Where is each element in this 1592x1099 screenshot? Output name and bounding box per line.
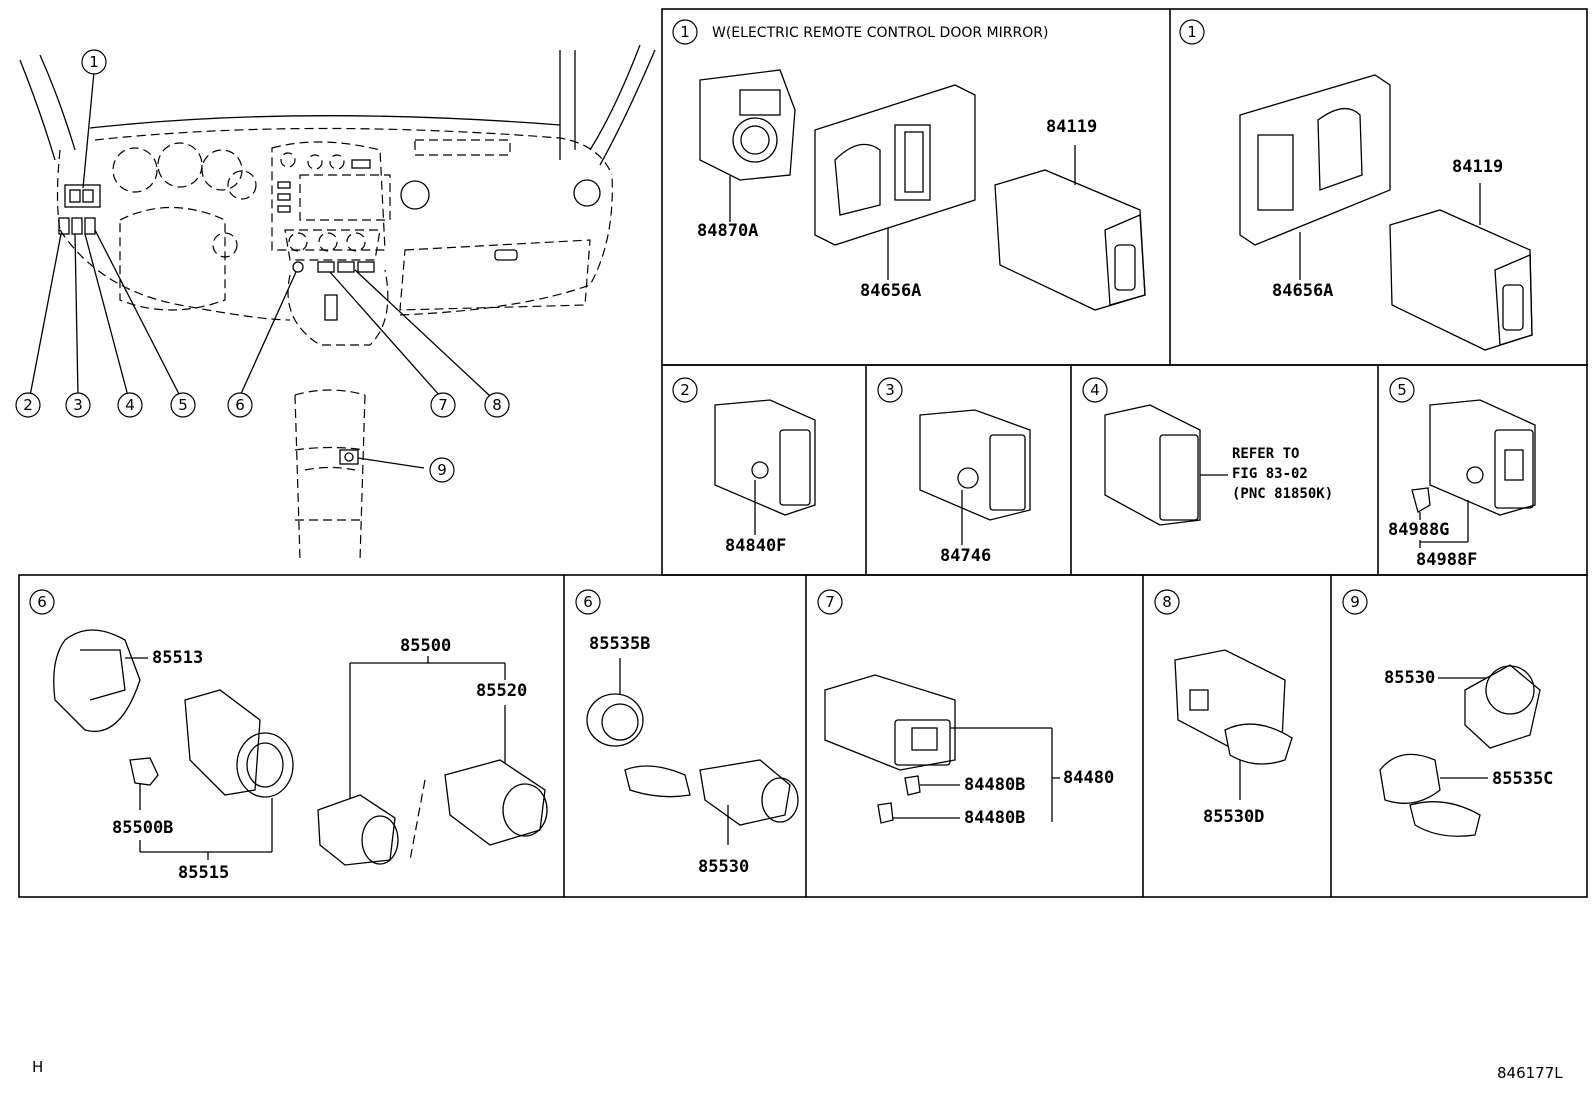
panel-6a-callout: 6 (37, 593, 47, 611)
panel-6-power-outlet: 6 85535B 85530 (575, 589, 799, 877)
overview-leaders (29, 71, 491, 469)
callout-6-overview (227, 392, 253, 418)
panel-1a-callout: 1 (680, 23, 690, 41)
callout-3-overview (65, 392, 91, 418)
panel-7-switch-84480: 7 84480 84480B 84480B (817, 589, 1114, 828)
part-84870A-shape (699, 69, 796, 181)
part-85530-a-label: 85530 (698, 857, 749, 877)
panel-8-ashtray-85530D: 8 85530D (1154, 589, 1293, 827)
callout-9-overview-label: 9 (437, 461, 447, 479)
callout-1-overview-label: 1 (89, 53, 99, 71)
panel-3-callout: 3 (885, 381, 895, 399)
part-85535C-label: 85535C (1492, 769, 1553, 789)
part-84988G-label: 84988G (1388, 520, 1449, 540)
panel-1b-callout: 1 (1187, 23, 1197, 41)
callout-7-overview (430, 392, 456, 418)
part-85500B-label: 85500B (112, 818, 173, 838)
panel-8-callout: 8 (1162, 593, 1172, 611)
part-85500-label: 85500 (400, 636, 451, 656)
callout-5-overview (170, 392, 196, 418)
callout-6-overview-label: 6 (235, 396, 245, 414)
refer-line-3: (PNC 81850K) (1232, 486, 1333, 502)
panel-1a-header-note: W(ELECTRIC REMOTE CONTROL DOOR MIRROR) (712, 25, 1048, 41)
part-84746-label: 84746 (940, 546, 991, 566)
callout-5-overview-label: 5 (178, 396, 188, 414)
part-84840F-label: 84840F (725, 536, 786, 556)
callout-8-overview-label: 8 (492, 396, 502, 414)
callout-2-overview (15, 392, 41, 418)
panel-3-switch-84746: 3 84746 (877, 377, 1031, 566)
part-84480B-2-label: 84480B (964, 808, 1025, 828)
refer-line-1: REFER TO (1232, 446, 1299, 462)
panel-2-callout: 2 (680, 381, 690, 399)
part-84119-b-label: 84119 (1452, 157, 1503, 177)
dashboard-overview (19, 44, 656, 561)
part-84119-b-shape (1389, 209, 1533, 351)
part-84656A-a-label: 84656A (860, 281, 921, 301)
panel-2-switch-84840F: 2 84840F (672, 377, 816, 556)
panel-5-callout: 5 (1397, 381, 1407, 399)
part-84656A-b-label: 84656A (1272, 281, 1333, 301)
part-84119-a-label: 84119 (1046, 117, 1097, 137)
part-85515-label: 85515 (178, 863, 229, 883)
part-85530-b-label: 85530 (1384, 668, 1435, 688)
callout-4-overview-label: 4 (125, 396, 135, 414)
callout-8-overview (484, 392, 510, 418)
part-85520-label: 85520 (476, 681, 527, 701)
callout-2-overview-label: 2 (23, 396, 33, 414)
panel-6b-callout: 6 (583, 593, 593, 611)
panel-4-switch-reference: 4 REFER TO FIG 83-02 (PNC 81850K) (1082, 377, 1333, 526)
part-84870A-label: 84870A (697, 221, 758, 241)
part-85513-label: 85513 (152, 648, 203, 668)
part-85535B-label: 85535B (589, 634, 650, 654)
part-84656A-b-shape (1239, 74, 1391, 246)
footer-left-code: H (32, 1058, 43, 1076)
callout-1-overview (81, 49, 107, 75)
panel-9-callout: 9 (1350, 593, 1360, 611)
panel-9-power-outlet: 9 85530 85535C (1342, 589, 1553, 837)
panel-6-lighter: 6 85513 85500B 85515 85500 85520 (29, 589, 548, 883)
refer-line-2: FIG 83-02 (1232, 466, 1308, 482)
panel-7-callout: 7 (825, 593, 835, 611)
panel-1-bezel: 1 84656A 84119 (1179, 19, 1533, 351)
callout-9-overview (429, 457, 455, 483)
callout-3-overview-label: 3 (73, 396, 83, 414)
panel-1-mirror-switch: 1 W(ELECTRIC REMOTE CONTROL DOOR MIRROR)… (672, 19, 1146, 311)
part-84988F-label: 84988F (1416, 550, 1477, 570)
part-85530D-label: 85530D (1203, 807, 1264, 827)
panel-4-callout: 4 (1090, 381, 1100, 399)
overview-callouts: 1 2 3 4 5 6 7 8 9 (15, 49, 510, 483)
part-84480B-1-label: 84480B (964, 775, 1025, 795)
footer-figure-number: 846177L (1497, 1064, 1563, 1082)
panel-borders (18, 8, 1588, 898)
part-84480-label: 84480 (1063, 768, 1114, 788)
panel-5-switch-84988F: 5 84988G 84988F (1388, 377, 1536, 570)
part-84119-a-shape (994, 169, 1146, 311)
callout-4-overview (117, 392, 143, 418)
callout-7-overview-label: 7 (438, 396, 448, 414)
